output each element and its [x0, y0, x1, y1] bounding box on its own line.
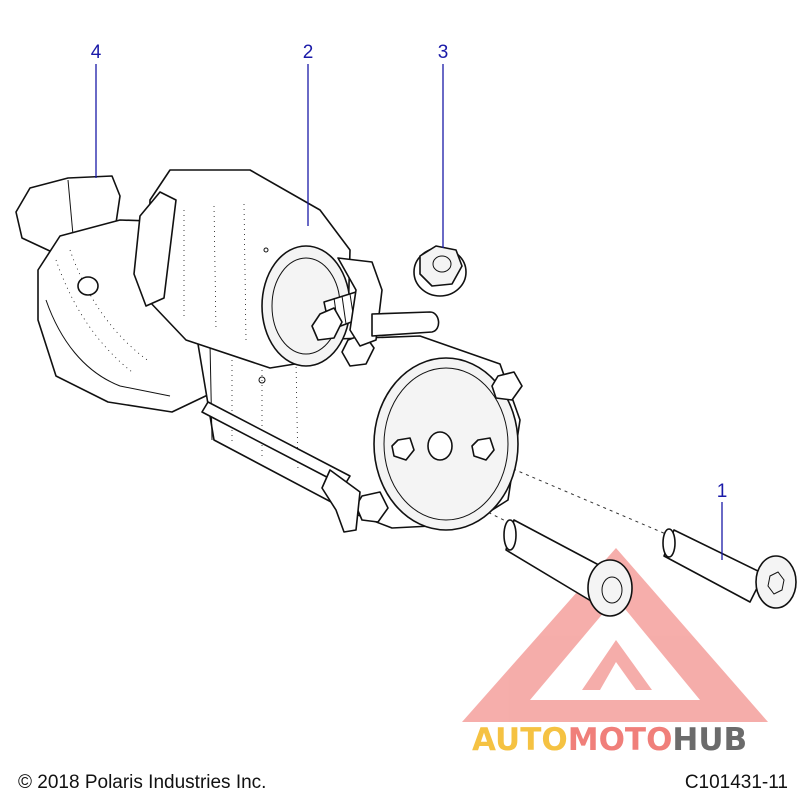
bolt-lower-tip: [503, 519, 517, 551]
watermark-text: AUTOMOTOHUB: [472, 722, 747, 758]
body-screw-hole: [258, 376, 266, 384]
housing-flange-detail: [45, 299, 171, 397]
motor-body-seam: [209, 343, 213, 441]
field-wire: [371, 311, 440, 337]
flange-nut-bore: [432, 255, 452, 273]
bolt-upper-tip: [662, 528, 676, 558]
bolt-lower: [503, 519, 633, 617]
cap-nut-3: [491, 371, 523, 401]
drawing-number: C101431-11: [684, 772, 788, 793]
mount-hole: [77, 276, 99, 296]
watermark-logo: [462, 548, 768, 722]
bolt-lower-socket: [601, 576, 623, 604]
terminal-bracket: [337, 257, 383, 347]
watermark-auto: AUTO: [472, 722, 568, 758]
bolt-upper-head: [755, 555, 797, 609]
solenoid-shading: [183, 203, 247, 341]
solenoid-small-dot: [263, 247, 269, 253]
cap-nut-1: [391, 437, 415, 461]
bolt-upper-shank: [663, 529, 765, 603]
watermark-hub: HUB: [672, 722, 747, 758]
flange-nut: [413, 245, 467, 297]
bolt-lower-head: [587, 559, 633, 617]
bolt-upper: [662, 528, 797, 609]
through-bolt: [201, 401, 351, 487]
cap-nut-2: [471, 437, 495, 461]
callout-1: 1: [717, 481, 728, 502]
copyright-text: © 2018 Polaris Industries Inc.: [18, 772, 267, 793]
callout-4: 4: [91, 42, 102, 63]
watermark-moto: MOTO: [568, 722, 673, 758]
housing-shading: [55, 249, 151, 373]
end-cap-rim: [383, 367, 509, 521]
terminal-nut-1: [311, 307, 343, 341]
starter-motor: [15, 169, 523, 533]
mounting-ear: [321, 469, 361, 533]
end-cap-center-boss: [427, 431, 453, 461]
callout-3: 3: [438, 42, 449, 63]
flange-nut-hex: [419, 245, 463, 287]
bolt-upper-hex-socket: [767, 571, 785, 595]
solenoid-front-flange: [133, 191, 177, 307]
watermark-triangle: [462, 548, 768, 722]
callout-2: 2: [303, 42, 314, 63]
watermark-inner-mark: [582, 640, 652, 690]
